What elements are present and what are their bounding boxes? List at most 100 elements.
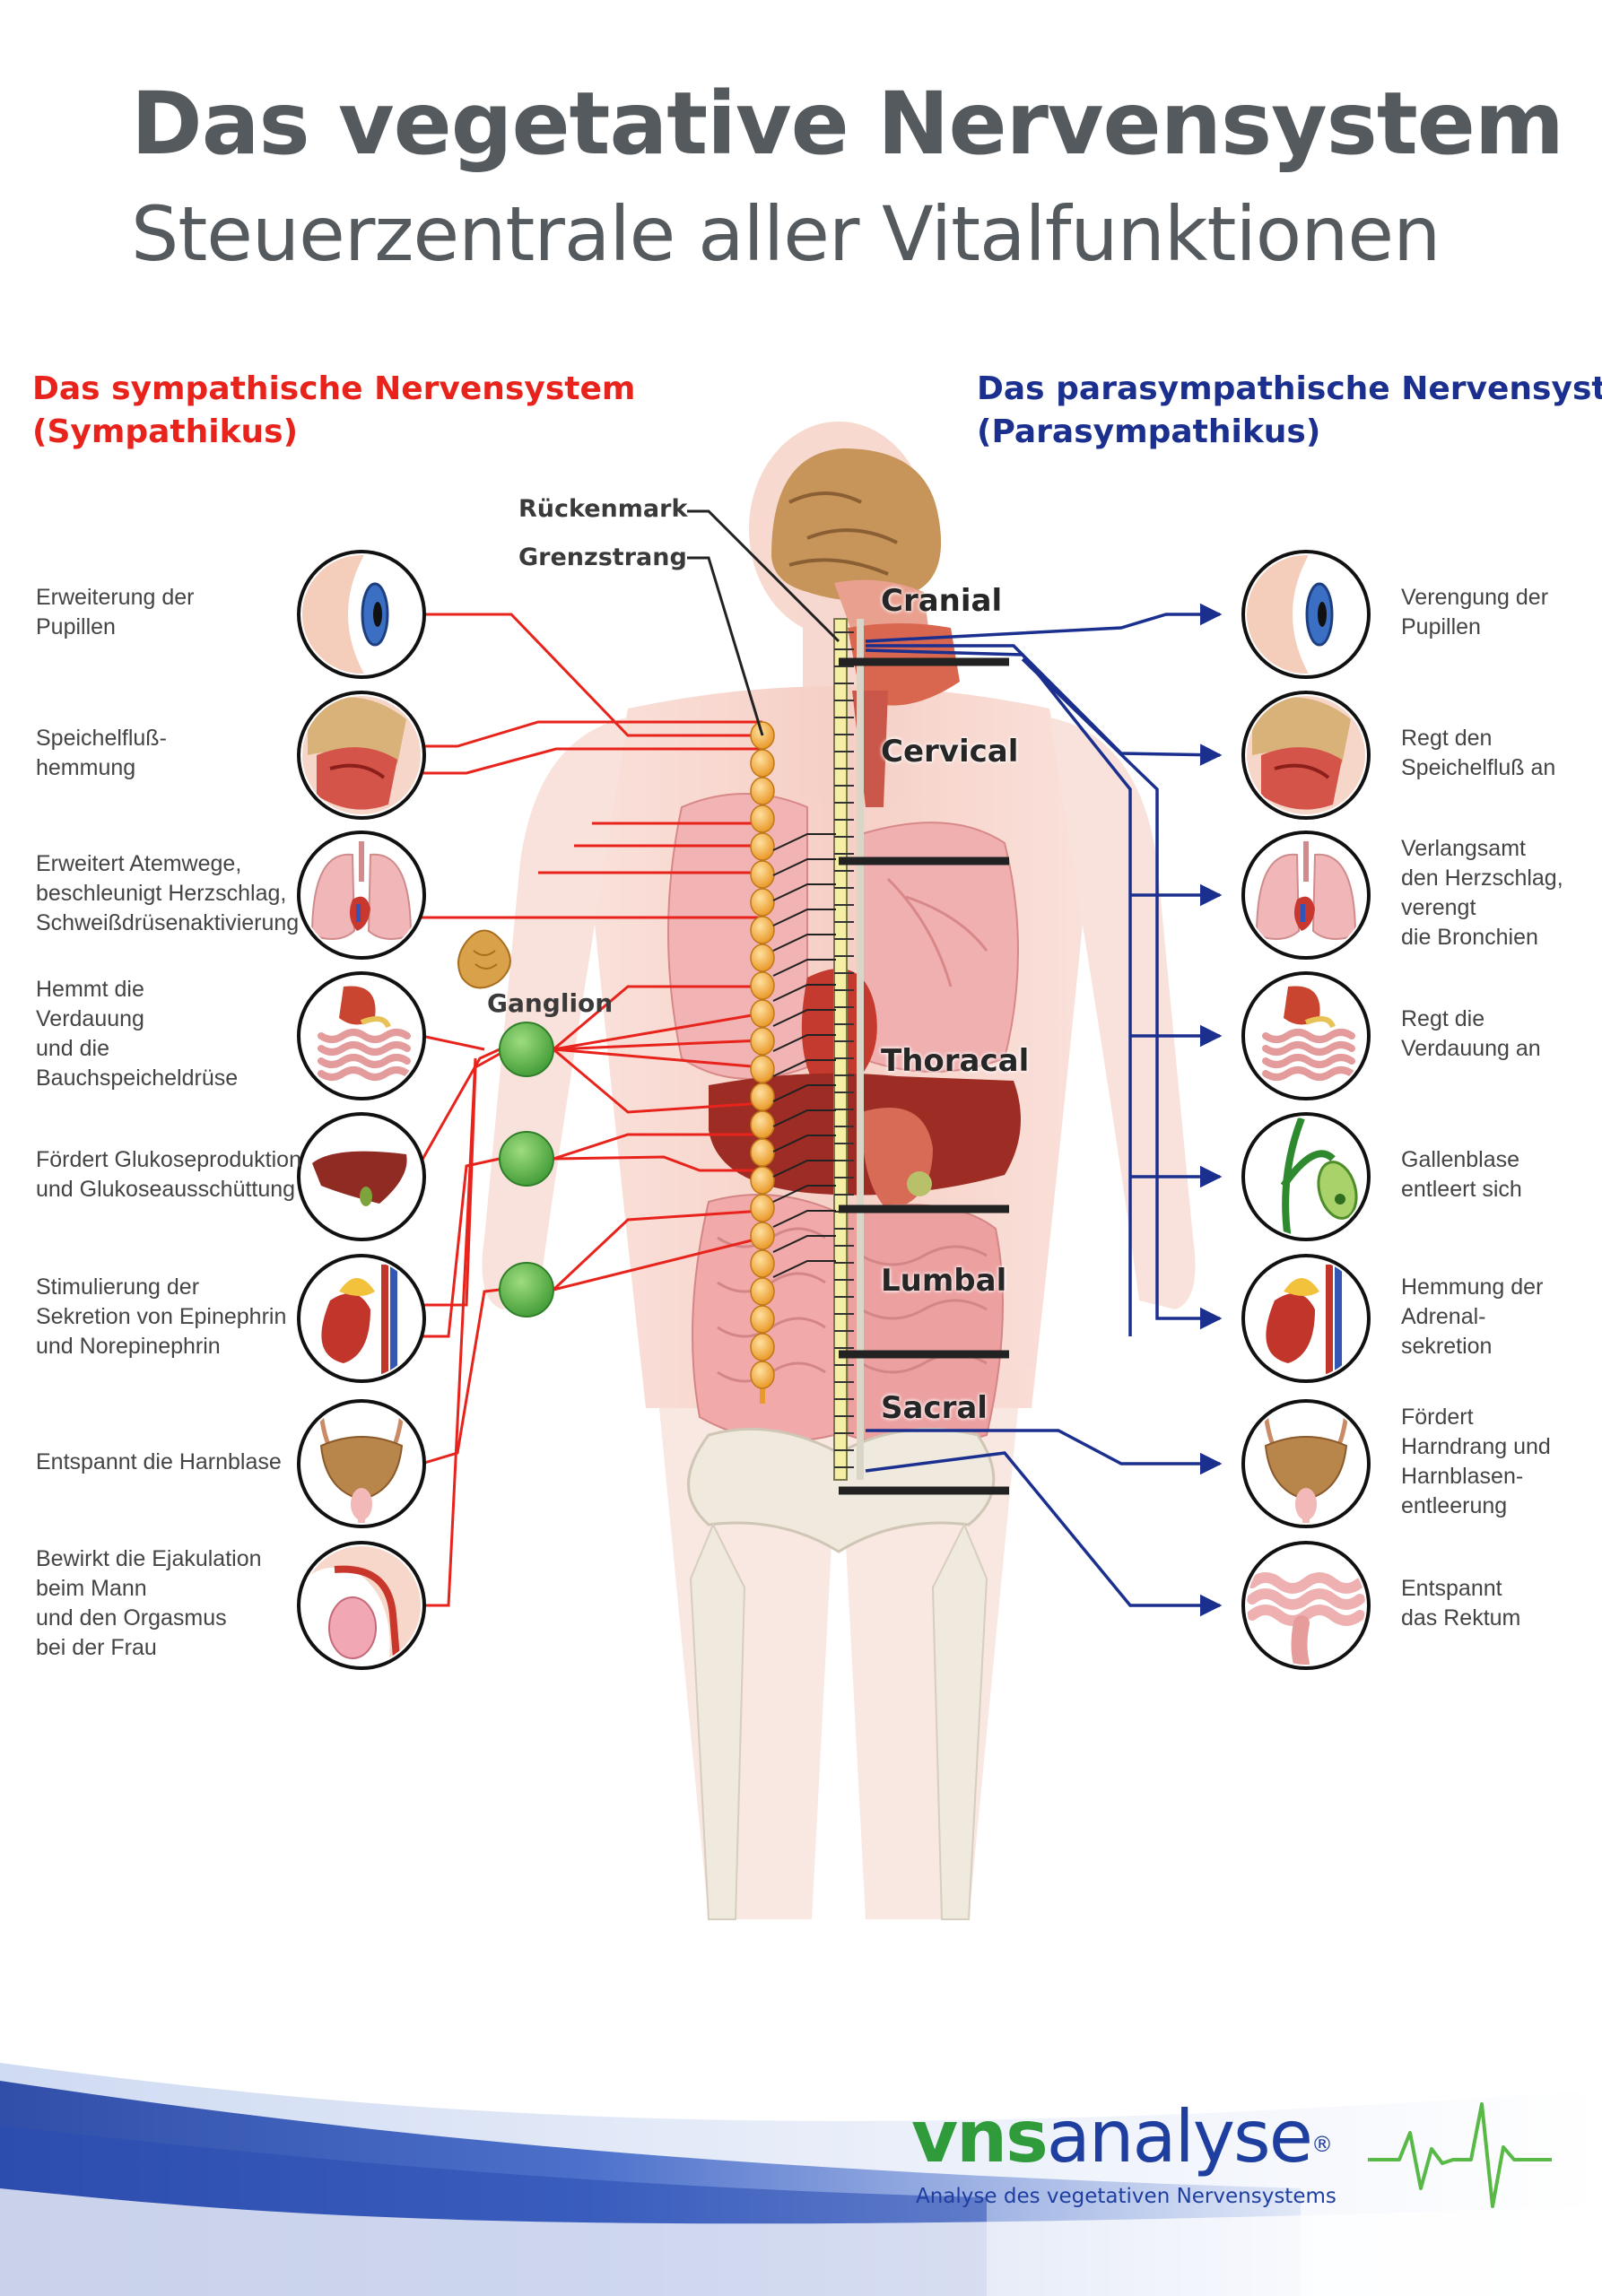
parasympathetic-effect-line: die Bronchien (1401, 925, 1538, 950)
sympathetic-effect-line: und Norepinephrin (36, 1333, 221, 1359)
sympathetic-effect-line: Speichelfluß- (36, 726, 167, 751)
logo-vns: vns (911, 2095, 1049, 2179)
spine-trunk-connector (772, 909, 836, 926)
sympathetic-nerve-line (553, 1133, 762, 1161)
spine-trunk-connector (772, 1210, 836, 1228)
parasympathetic-connection-lines (865, 603, 1223, 1617)
sympathetic-effect-line: Pupillen (36, 614, 116, 639)
sympathetic-connection-lines (399, 613, 763, 1607)
sympathetic-nerve-line (422, 1157, 501, 1338)
sympathetic-nerve-line (553, 1236, 763, 1292)
logo-analyse: analyse (1046, 2095, 1313, 2179)
parasympathetic-effect-line: Fördert (1401, 1405, 1474, 1430)
sympathetic-effect-line: Erweiterung der (36, 585, 195, 610)
parasympathetic-effect-line: Adrenal- (1401, 1303, 1486, 1329)
spine-trunk-connector (772, 1009, 836, 1027)
spine-trunk-connector (772, 1260, 836, 1278)
sympathetic-nerve-line (422, 720, 762, 748)
parasympathetic-nerve-line (865, 1451, 1223, 1617)
trunk-bead (750, 832, 775, 861)
spine-trunk-connector (772, 833, 836, 851)
sympathetic-nerve-line (553, 1039, 763, 1051)
sympathetic-effect-line: und die (36, 1036, 110, 1061)
sympathetic-effect-line: Erweitert Atemwege, (36, 850, 242, 876)
sympathetic-heading-line2: (Sympathikus) (32, 413, 299, 450)
spine-trunk-connector (772, 1135, 836, 1152)
sympathetic-nerve-line (421, 1034, 485, 1051)
spine-trunk-connector (772, 858, 836, 876)
trunk-bead (750, 1222, 775, 1250)
sympathetic-effect-line: Bauchspeicheldrüse (36, 1065, 239, 1091)
sympathetic-heading-line1: Das sympathische Nervensystem (32, 370, 636, 407)
ganglion-label: Ganglion (487, 988, 614, 1018)
sympathetic-nerve-line (553, 985, 762, 1051)
sympathetic-genitals-icon (297, 1541, 426, 1670)
heartbeat-line-icon (1368, 2102, 1552, 2208)
sympathetic-organ-icons (297, 550, 426, 1670)
parasympathetic-heading-line1: Das parasympathische Nervensystem (977, 370, 1602, 407)
parasympathetic-effect-line: verengt (1401, 895, 1476, 920)
segment-cranial: Cranial (881, 583, 1003, 619)
sympathetic-effect: Entspannt die Harnblase (36, 1448, 305, 1477)
ganglion-node (499, 1131, 554, 1187)
spinal-cord (833, 618, 848, 1481)
parasympathetic-organ-icons (1241, 550, 1371, 1670)
logo-tagline: Analyse des vegetativen Nervensystems (916, 2185, 1336, 2208)
trunk-bead (750, 999, 775, 1028)
sympathetic-effect-line: bei der Frau (36, 1635, 157, 1660)
trunk-bead (750, 777, 775, 805)
parasympathetic-effect: Verlangsamt den Herzschlag, verengt die Bro… (1401, 834, 1602, 952)
parasympathetic-effect-line: Speichelfluß an (1401, 755, 1556, 780)
sympathetic-nerve-line (553, 1048, 763, 1114)
sympathetic-nerve-line (423, 747, 762, 775)
segment-lumbal: Lumbal (881, 1263, 1007, 1299)
segment-thoracal: Thoracal (881, 1043, 1030, 1079)
ganglion-node (499, 1262, 554, 1318)
sympathetic-salivary-gland-icon (297, 691, 426, 820)
sympathetic-nerve-line (421, 1288, 501, 1465)
vertebral-strip (857, 619, 864, 1480)
parasympathetic-gallbladder-icon (1241, 1112, 1371, 1241)
page-subtitle: Steuerzentrale aller Vitalfunktionen (131, 190, 1441, 278)
sympathetic-nerve-line (553, 1155, 762, 1172)
parasympathetic-salivary-gland-icon (1241, 691, 1371, 820)
parasympathetic-effect-line: Verlangsamt (1401, 836, 1526, 861)
sympathetic-effect-line: Bewirkt die Ejakulation (36, 1546, 262, 1571)
spine-trunk-connector (772, 984, 836, 1002)
parasympathetic-effect-line: den Herzschlag, (1401, 865, 1563, 891)
sympathetic-effect: Erweitert Atemwege, beschleunigt Herzschl… (36, 849, 305, 938)
trunk-bead (750, 749, 775, 778)
trunk-bead (750, 1055, 775, 1083)
trunk-bead (750, 804, 775, 833)
parasympathetic-digestive-tract-icon (1241, 971, 1371, 1100)
sympathetic-adrenal-kidney-icon (297, 1254, 426, 1383)
spine-trunk-connector (772, 934, 836, 952)
label-pointers (687, 509, 840, 736)
sympathetic-effect-line: und den Orgasmus (36, 1605, 227, 1631)
sympathetic-bladder-icon (297, 1399, 426, 1528)
parasympathetic-adrenal-kidney-icon (1241, 1254, 1371, 1383)
parasympathetic-effect-line: Gallenblase (1401, 1147, 1520, 1172)
trunk-bead (750, 1333, 775, 1361)
sympathetic-effect-line: Hemmt die (36, 977, 144, 1002)
sympathetic-effect-line: Verdauung (36, 1006, 144, 1031)
sympathetic-nerve-line (399, 613, 762, 737)
sympathetic-nerve-line (553, 1012, 763, 1051)
parasympathetic-lungs-heart-icon (1241, 831, 1371, 960)
sympathetic-effect-line: beschleunigt Herzschlag, (36, 880, 287, 906)
sympathetic-effect-line: hemmung (36, 755, 136, 780)
sympathetic-digestive-tract-icon (297, 971, 426, 1100)
trunk-bead (750, 1305, 775, 1334)
sympathetic-nerve-line (411, 1048, 501, 1178)
parasympathetic-effect-line: Regt die (1401, 1006, 1485, 1031)
parasympathetic-nerve-line (866, 1429, 1223, 1475)
